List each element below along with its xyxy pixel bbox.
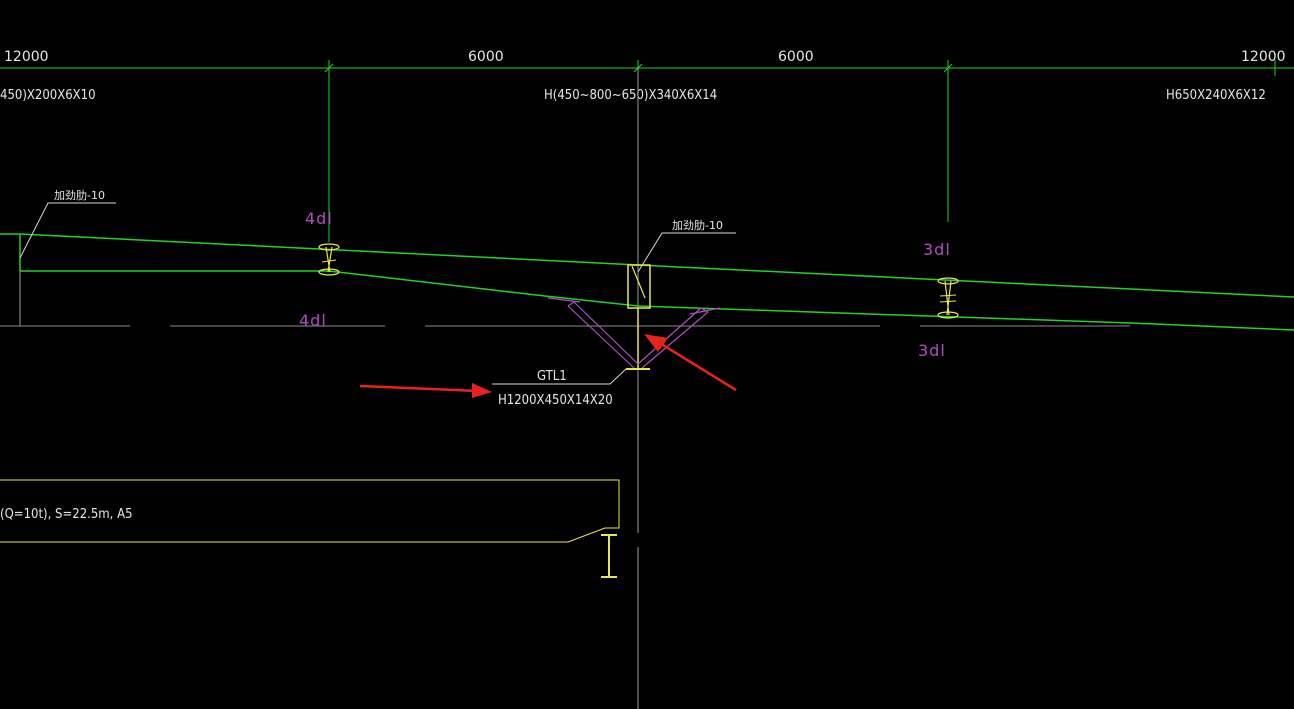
dimension-label-3: 6000 — [778, 49, 814, 65]
reference-line — [0, 324, 1130, 328]
bolt-label-top-right: 3dl — [923, 240, 951, 259]
section-label-right: H650X240X6X12 — [1166, 88, 1266, 103]
column-section-label: H1200X450X14X20 — [498, 393, 613, 408]
crane-beam-outline — [0, 479, 620, 543]
dimension-label-2: 6000 — [468, 49, 504, 65]
beam-top-line — [0, 233, 1294, 298]
crane-column-section — [601, 534, 617, 578]
bolt-splice-right — [937, 277, 959, 319]
bolt-label-bottom-right: 3dl — [918, 341, 946, 360]
center-stiffener-plate — [627, 264, 651, 368]
crane-note: (Q=10t), S=22.5m, A5 — [0, 507, 133, 522]
stiffener-leader-center — [637, 232, 736, 273]
stiffener-leader-left — [19, 202, 116, 259]
bolt-label-top-left: 4dl — [305, 209, 333, 228]
axis-gap-mark — [635, 533, 641, 547]
column-name-label: GTL1 — [537, 369, 567, 384]
dimension-label-1: 12000 — [4, 49, 49, 65]
red-arrow-left — [359, 383, 492, 398]
red-arrow-right — [644, 334, 737, 392]
dimension-label-4: 12000 — [1241, 49, 1286, 65]
column-leader — [492, 368, 627, 385]
knee-brace-left — [547, 297, 639, 369]
knee-brace-right — [637, 307, 721, 369]
bolt-label-bottom-left: 4dl — [299, 311, 327, 330]
section-label-left: 450)X200X6X10 — [0, 88, 96, 103]
beam-bottom-line — [20, 270, 1294, 331]
stiffener-label-left: 加劲肋-10 — [54, 188, 105, 202]
stiffener-label-center: 加劲肋-10 — [672, 218, 723, 232]
dimension-line — [0, 60, 1294, 76]
section-label-center: H(450~800~650)X340X6X14 — [544, 88, 717, 103]
bolt-splice-left — [318, 243, 340, 276]
